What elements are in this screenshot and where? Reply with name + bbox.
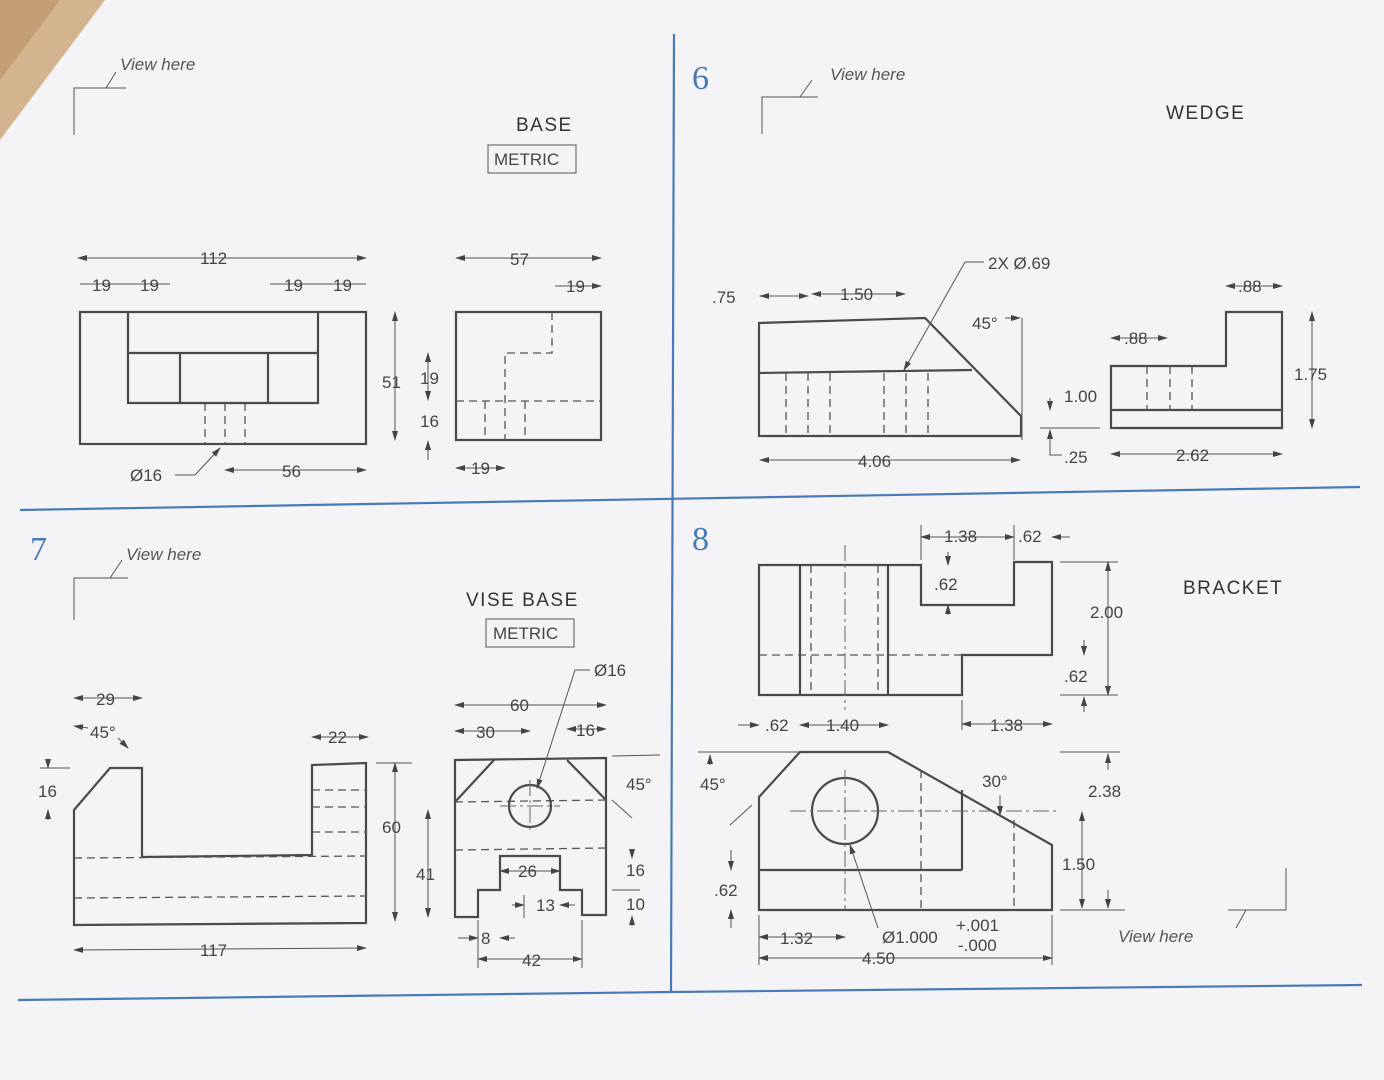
dim-138: 1.38	[944, 527, 977, 546]
panel-wedge: 6 View here WEDGE 2X Ø.69	[692, 60, 1327, 471]
front-view	[757, 316, 1023, 438]
dim-406: 4.06	[858, 452, 891, 471]
dim-262: 2.62	[1176, 446, 1209, 465]
dim-075: .75	[712, 288, 736, 307]
side-view	[1109, 310, 1284, 430]
dim-19: 19	[471, 459, 490, 478]
dim-42: 42	[522, 951, 541, 970]
dim-41: 41	[416, 865, 435, 884]
hole-callout: 2X Ø.69	[988, 254, 1050, 273]
part-title: VISE BASE	[466, 590, 579, 611]
dim-51: 51	[382, 373, 401, 392]
unit-badge: METRIC	[493, 624, 558, 643]
dim-13: 13	[536, 896, 555, 915]
dim-112: 112	[200, 249, 227, 268]
side-view	[454, 310, 603, 442]
tolerance-minus: -.000	[958, 936, 997, 955]
problem-number: 6	[692, 60, 709, 97]
dim-26: 26	[518, 862, 537, 881]
dim-025: .25	[1064, 448, 1088, 467]
dim-062: .62	[1064, 667, 1088, 686]
dim-19: 19	[284, 276, 303, 295]
dim-29: 29	[96, 690, 115, 709]
part-title: BASE	[516, 115, 573, 136]
dim-150: 1.50	[1062, 855, 1095, 874]
dim-138: 1.38	[990, 716, 1023, 735]
dim-16: 16	[576, 721, 595, 740]
dim-16: 16	[38, 782, 57, 801]
dim-088: .88	[1238, 277, 1262, 296]
angle-45: 45°	[700, 775, 726, 794]
dim-062: .62	[765, 716, 789, 735]
view-here-label: View here	[830, 65, 905, 84]
dim-dia-16: Ø16	[130, 466, 162, 485]
dim-60: 60	[382, 818, 401, 837]
side-view	[453, 756, 608, 919]
part-title: WEDGE	[1166, 103, 1245, 124]
dim-57: 57	[510, 250, 529, 269]
dim-140: 1.40	[826, 716, 859, 735]
angle-45: 45°	[972, 314, 998, 333]
front-view	[72, 761, 368, 927]
dim-16: 16	[420, 412, 439, 431]
dim-200: 2.00	[1090, 603, 1123, 622]
dim-175: 1.75	[1294, 365, 1327, 384]
dim-238: 2.38	[1088, 782, 1121, 801]
dim-19: 19	[333, 276, 352, 295]
view-here-label: View here	[126, 545, 201, 564]
dim-dia-16: Ø16	[594, 661, 626, 680]
view-here-marker: View here	[73, 545, 201, 620]
hole-diameter: Ø1.000	[882, 928, 938, 947]
dim-16: 16	[626, 861, 645, 880]
dim-150: 1.50	[840, 285, 873, 304]
view-here-marker: View here	[761, 65, 905, 134]
dim-10: 10	[626, 895, 645, 914]
view-here-marker: View here	[73, 55, 195, 135]
dim-117: 117	[200, 941, 227, 960]
dim-132: 1.32	[780, 929, 813, 948]
dim-100: 1.00	[1064, 387, 1097, 406]
dim-60: 60	[510, 696, 529, 715]
angle-45: 45°	[626, 775, 652, 794]
dim-19: 19	[140, 276, 159, 295]
unit-badge: METRIC	[494, 150, 559, 169]
dim-8: 8	[481, 929, 490, 948]
part-title: BRACKET	[1183, 578, 1283, 599]
top-view	[757, 545, 1054, 710]
view-here-label: View here	[1118, 927, 1193, 946]
panel-base: View here BASE METRIC 112 19	[73, 55, 603, 485]
panel-vise-base: 7 View here VISE BASE METRIC	[30, 531, 661, 970]
dim-19: 19	[420, 369, 439, 388]
dim-062: .62	[1018, 527, 1042, 546]
panel-dividers	[17, 33, 1363, 1002]
dim-19: 19	[566, 277, 585, 296]
dim-19: 19	[92, 276, 111, 295]
dim-30: 30	[476, 723, 495, 742]
dim-062: .62	[934, 575, 958, 594]
problem-number: 7	[30, 531, 47, 568]
panel-bracket: 8 BRACKET View here	[692, 521, 1287, 968]
angle-45: 45°	[90, 723, 116, 742]
dim-56: 56	[282, 462, 301, 481]
dim-22: 22	[328, 728, 347, 747]
dim-450: 4.50	[862, 949, 895, 968]
view-here-marker: View here	[1118, 868, 1287, 946]
dim-088: .88	[1124, 329, 1148, 348]
problem-number: 8	[692, 521, 709, 558]
front-view	[78, 310, 368, 446]
front-view	[757, 750, 1060, 912]
dim-062: .62	[714, 881, 738, 900]
tolerance-plus: +.001	[956, 916, 999, 935]
angle-30: 30°	[982, 772, 1008, 791]
view-here-label: View here	[120, 55, 195, 74]
